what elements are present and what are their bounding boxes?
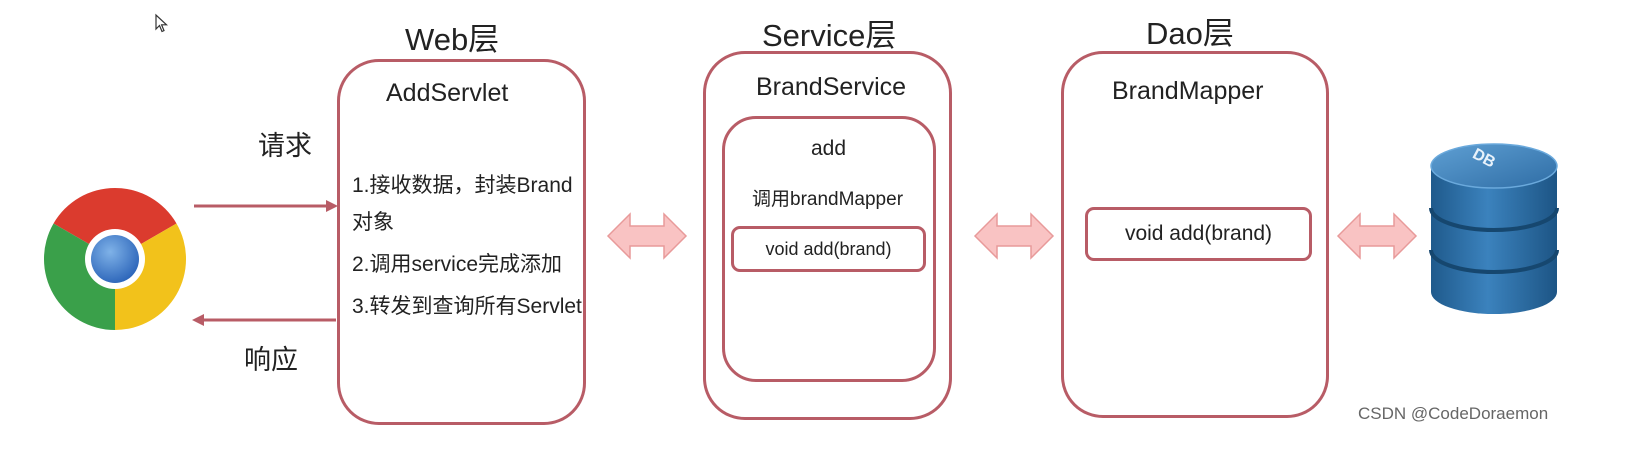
request-label: 请求 bbox=[258, 131, 312, 161]
web-step: 2.调用service完成添加 bbox=[352, 253, 563, 276]
service-add-signature-box: void add(brand) bbox=[731, 226, 926, 272]
double-arrow-service-dao bbox=[973, 212, 1055, 260]
double-arrow-dao-db bbox=[1336, 212, 1418, 260]
web-step: 对象 bbox=[352, 211, 394, 234]
database-icon bbox=[1429, 143, 1559, 314]
mouse-cursor-icon bbox=[155, 13, 169, 33]
web-layer-box bbox=[337, 59, 586, 425]
response-label: 响应 bbox=[244, 345, 298, 375]
service-add-signature: void add(brand) bbox=[765, 238, 892, 259]
dao-add-signature: void add(brand) bbox=[1124, 222, 1273, 245]
chrome-browser-icon bbox=[43, 187, 187, 330]
web-step: 1.接收数据，封装Brand bbox=[352, 174, 573, 197]
web-layer-title: Web层 bbox=[405, 22, 500, 57]
web-steps-list: 1.接收数据，封装Brand 对象 2.调用service完成添加 3.转发到查… bbox=[352, 166, 582, 327]
brand-service-title: BrandService bbox=[756, 73, 907, 101]
dao-layer-title: Dao层 bbox=[1146, 16, 1234, 51]
add-servlet-title: AddServlet bbox=[386, 79, 509, 107]
request-arrow bbox=[194, 200, 338, 212]
web-step: 3.转发到查询所有Servlet bbox=[352, 295, 582, 318]
brand-mapper-title: BrandMapper bbox=[1112, 77, 1264, 105]
csdn-watermark: CSDN @CodeDoraemon bbox=[1358, 404, 1549, 423]
service-layer-title: Service层 bbox=[762, 18, 897, 53]
double-arrow-web-service bbox=[606, 212, 688, 260]
service-call-mapper-text: 调用brandMapper bbox=[752, 189, 904, 210]
service-add-method-name: add bbox=[811, 137, 847, 160]
dao-add-signature-box: void add(brand) bbox=[1085, 207, 1312, 261]
response-arrow bbox=[192, 314, 336, 326]
